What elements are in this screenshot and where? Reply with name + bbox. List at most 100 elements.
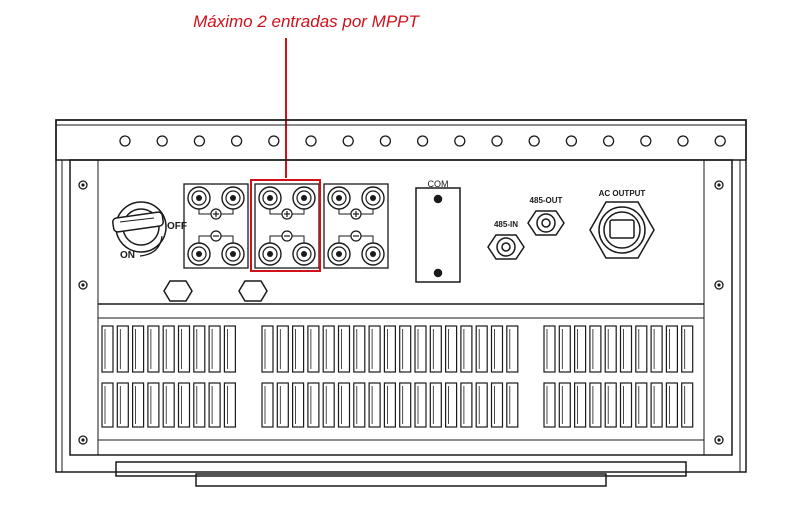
- vent-slot: [665, 325, 679, 373]
- gland-left: [163, 280, 193, 302]
- rs485-out-port[interactable]: [527, 210, 565, 236]
- vent-slot: [573, 325, 587, 373]
- plus-link: [338, 209, 374, 215]
- vent-slot: [589, 382, 602, 428]
- vent-slot: [307, 382, 320, 428]
- vent-slot: [445, 382, 458, 428]
- vent-slot: [368, 325, 381, 373]
- rail-hole: [305, 135, 317, 147]
- vent-slot: [147, 382, 160, 428]
- vent-slot: [276, 382, 289, 428]
- pv-connector-inner: [365, 190, 381, 206]
- ac-output-ring: [598, 206, 646, 254]
- bottom-base: [115, 461, 687, 477]
- vent-slot: [193, 325, 206, 373]
- mppt-group[interactable]: [254, 183, 320, 269]
- vent-slot: [558, 325, 571, 373]
- side-screw: [714, 180, 724, 190]
- vent-slot: [573, 382, 587, 428]
- rs485-in-port[interactable]: [487, 234, 525, 260]
- rail-hole: [156, 135, 168, 147]
- pv-connector-inner: [296, 246, 312, 262]
- side-screw-center: [81, 438, 85, 442]
- rail-hole: [565, 135, 578, 147]
- vent-slot: [208, 382, 221, 428]
- mppt-plate: [183, 183, 249, 269]
- dc-switch-knob: [112, 211, 164, 233]
- vent-slot: [322, 382, 335, 428]
- ventilation-grilles: [98, 317, 704, 441]
- vent-slot: [429, 325, 442, 373]
- front-panel: [69, 159, 733, 456]
- com-label: COM: [428, 179, 449, 189]
- rail-hole: [677, 135, 689, 147]
- vent-slot: [177, 325, 191, 373]
- rail-hole: [528, 135, 540, 147]
- vent-slot: [460, 382, 473, 428]
- side-screw-center: [717, 183, 721, 187]
- rail-hole: [268, 135, 280, 147]
- side-screw-center: [81, 183, 85, 187]
- pv-connector-pin: [267, 251, 273, 257]
- pv-connector-inner: [331, 246, 347, 262]
- ac-output-connector[interactable]: [589, 201, 655, 259]
- pv-connector-pin: [336, 195, 342, 201]
- pv-connector-pin: [267, 195, 273, 201]
- com-port[interactable]: [415, 187, 461, 283]
- mppt-group[interactable]: [183, 183, 249, 269]
- rail-hole: [491, 135, 503, 147]
- side-screw-center: [81, 283, 85, 287]
- vent-slot: [619, 382, 633, 428]
- dc-switch[interactable]: [112, 201, 167, 257]
- vent-slot: [635, 325, 648, 373]
- vent-slot: [223, 325, 236, 373]
- top-rail: [55, 119, 747, 161]
- pv-connector-inner: [191, 190, 207, 206]
- rail-hole: [119, 135, 131, 147]
- vent-slot: [460, 325, 473, 373]
- rail-hole: [602, 135, 615, 147]
- plus-link: [269, 209, 305, 215]
- vent-slot: [558, 382, 571, 428]
- vent-slot: [543, 325, 556, 373]
- pv-connector-inner: [331, 190, 347, 206]
- pv-connector-pin: [370, 195, 376, 201]
- vent-slot: [650, 325, 663, 373]
- vent-slot: [445, 325, 458, 373]
- side-screw: [78, 180, 88, 190]
- vent-slot: [681, 382, 694, 428]
- side-screw: [78, 280, 88, 290]
- pv-connector-inner: [296, 190, 312, 206]
- side-screw: [78, 435, 88, 445]
- bottom-foot: [195, 473, 607, 487]
- vent-slot: [116, 325, 129, 373]
- minus-link: [198, 235, 234, 243]
- pv-connector-inner: [262, 190, 278, 206]
- mppt-plate: [254, 183, 320, 269]
- com-cover: [415, 187, 461, 283]
- rail-hole: [714, 135, 726, 147]
- vent-slot: [101, 382, 114, 428]
- pv-connector-pin: [370, 251, 376, 257]
- vent-slot: [292, 325, 305, 373]
- ac-output-nut: [589, 201, 655, 259]
- mppt-connector-groups: [183, 183, 389, 269]
- vent-slot: [368, 382, 381, 428]
- rs485-out-ring: [536, 213, 556, 233]
- pv-connector-inner: [365, 246, 381, 262]
- housing-outer: [55, 119, 747, 473]
- mppt-group[interactable]: [323, 183, 389, 269]
- vent-slot: [506, 382, 519, 428]
- com-screw-bottom: [433, 268, 443, 278]
- rs485-out-nut: [527, 210, 565, 236]
- rs485-in-label: 485-IN: [494, 220, 518, 229]
- pv-connector-inner: [225, 246, 241, 262]
- rail-hole: [230, 135, 243, 147]
- com-screw-top: [433, 194, 443, 204]
- vent-slot: [177, 382, 191, 428]
- vent-slot: [116, 382, 129, 428]
- vent-slot: [353, 325, 366, 373]
- pv-connector-pin: [196, 195, 202, 201]
